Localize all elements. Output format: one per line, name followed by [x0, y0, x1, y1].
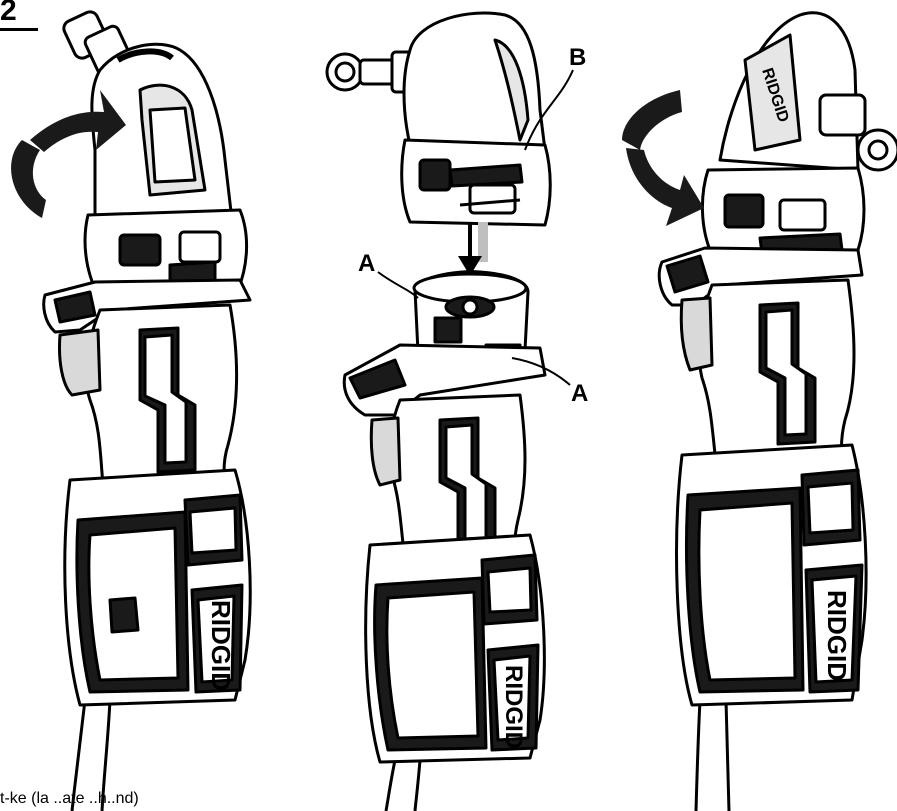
- middle-tool-head-collet: [325, 50, 414, 94]
- leader-a-top: [377, 271, 419, 299]
- middle-tool-brand: RIDGID: [500, 665, 527, 749]
- callout-a-top: A: [358, 250, 376, 277]
- middle-tool-base: [342, 270, 547, 811]
- right-tool-brand: RIDGID: [822, 590, 852, 681]
- callout-a-right: A: [571, 380, 589, 407]
- middle-tool-head: [325, 11, 552, 227]
- right-tool-cord: [694, 699, 731, 811]
- right-tool: [657, 11, 897, 811]
- left-tool-brand: RIDGID: [206, 600, 236, 691]
- middle-tool-cord: [384, 759, 422, 811]
- down-arrow-icon: [458, 222, 488, 276]
- callout-leaders: [377, 69, 574, 386]
- left-tool-cord: [70, 699, 112, 811]
- clockwise-rotate-arrow-icon: [622, 90, 704, 226]
- leader-b: [524, 69, 574, 151]
- figure-number: 2: [0, 0, 17, 27]
- counterclockwise-rotate-arrow-icon: [11, 90, 126, 218]
- callout-b: B: [569, 44, 587, 71]
- right-tool-head-collet: [818, 93, 897, 172]
- figure-label-underline: [0, 28, 38, 31]
- figure-caption: t-ke (la ..ate ..h..nd): [0, 790, 139, 807]
- leader-a-right: [511, 357, 571, 386]
- figure-label: 2: [0, 0, 38, 31]
